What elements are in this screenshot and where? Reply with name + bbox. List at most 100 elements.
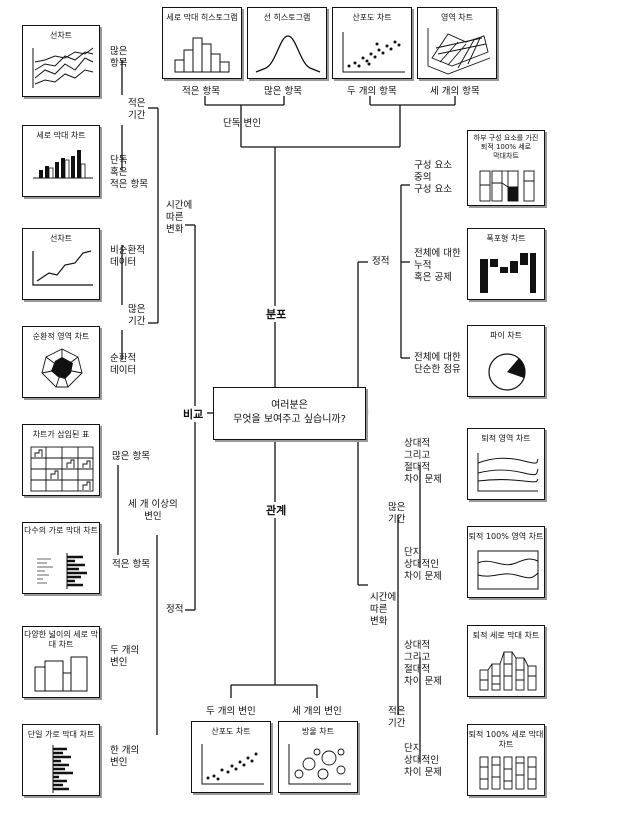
variable-width-column-box[interactable]: 다양한 넓이의 세로 막대 차트 [22, 626, 100, 698]
box-title: 선차트 [49, 234, 73, 243]
radar-chart-icon [41, 348, 83, 388]
scatter-chart-box[interactable]: 산포도 차트 [332, 7, 412, 79]
column-chart-box[interactable]: 세로 막대 차트 [22, 125, 100, 197]
simple-share-label: 전체에 대한 단순한 점유 [414, 352, 461, 375]
single-bar-chart-icon [52, 745, 73, 793]
cyclic-data-label: 순환적 데이터 [110, 353, 137, 376]
waterfall-chart-box[interactable]: 폭포형 차트 [467, 228, 545, 300]
scatter-plot-icon [342, 32, 405, 73]
two-variables-label: 두 개의 변인 [206, 706, 256, 717]
box-title: 파이 차트 [490, 331, 522, 340]
stacked-100-area-chart-box[interactable]: 퇴적 100% 영역 차트 [467, 526, 545, 598]
many-items-label: 많은 항목 [264, 86, 302, 97]
few-periods-label: 적은 기간 [388, 706, 406, 729]
three-variables-label: 세 개의 항목 [430, 86, 480, 97]
stacked-column-icon [479, 651, 537, 691]
box-title: 산포도 차트 [211, 727, 251, 736]
multiple-bar-chart-icon [37, 553, 87, 589]
box-title: 퇴적 100% 세로 막대 차트 [468, 730, 544, 749]
waterfall-chart-icon [480, 253, 536, 293]
column-chart-icon [33, 150, 93, 179]
three-plus-variables-label: 세 개 이상의 변인 [128, 499, 178, 522]
column-histogram-icon [174, 37, 230, 73]
box-title: 하부 구성 요소를 가진 퇴적 100% 세로 막대차트 [473, 134, 539, 160]
box-title: 퇴적 세로 막대 차트 [472, 631, 540, 640]
area-chart-box[interactable]: 영역 차트 [417, 7, 497, 79]
non-cyclic-data-label: 비순환적 데이터 [110, 245, 145, 268]
line-histogram-icon [255, 35, 321, 73]
many-items-label: 많은 항목 [112, 451, 150, 462]
box-title: 세로 막대 차트 [36, 131, 86, 140]
pie-chart-icon [488, 353, 526, 391]
many-periods-label: 많은 기간 [388, 502, 406, 525]
distribution-branch-label: 분포 [264, 306, 289, 322]
box-title: 영역 차트 [441, 13, 473, 22]
few-items-label: 적은 항목 [182, 86, 220, 97]
box-title: 폭포형 차트 [486, 234, 526, 243]
cyclic-area-chart-box[interactable]: 순환적 영역 차트 [22, 326, 100, 398]
single-variable-label: 단독 변인 [223, 118, 261, 129]
stacked-column-chart-box[interactable]: 퇴적 세로 막대 차트 [467, 625, 545, 697]
two-variables-label: 두 개의 항목 [347, 86, 397, 97]
relative-only-label-2: 단지 상대적인 차이 문제 [404, 743, 442, 778]
stacked-100-area-icon [477, 550, 539, 590]
pie-chart-box[interactable]: 파이 차트 [467, 325, 545, 397]
stacked-100-column-subcomponent-box[interactable]: 하부 구성 요소를 가진 퇴적 100% 세로 막대차트 [467, 130, 545, 206]
one-variable-label: 한 개의 변인 [110, 745, 140, 768]
box-title: 다수의 가로 막대 차트 [24, 526, 98, 535]
box-title: 방울 차트 [302, 727, 334, 736]
two-variables-label: 두 개의 변인 [110, 645, 140, 668]
question-line-2: 무엇을 보여주고 싶습니까? [233, 414, 346, 425]
column-histogram-box[interactable]: 세로 막대 히스토그램 [162, 7, 242, 79]
many-items-top-label: 많은 항목 [110, 46, 128, 69]
3d-area-icon [427, 28, 491, 75]
relative-absolute-label-2: 상대적 그리고 절대적 차이 문제 [404, 640, 442, 687]
single-or-few-items-label: 단독 혹은 적은 항목 [110, 155, 148, 190]
multiple-bar-chart-box[interactable]: 다수의 가로 막대 차트 [22, 522, 100, 594]
stacked-area-icon [477, 453, 539, 492]
few-items-label: 적은 항목 [112, 559, 150, 570]
variable-width-column-icon [34, 656, 88, 692]
relationship-scatter-box[interactable]: 산포도 차트 [191, 721, 271, 793]
central-question-box: 여러분은 무엇을 보여주고 싶습니까? [213, 387, 366, 440]
static-label: 정적 [166, 604, 184, 615]
bubble-chart-box[interactable]: 방울 차트 [278, 721, 358, 793]
box-title: 다양한 넓이의 세로 막대 차트 [24, 630, 98, 649]
box-title: 순환적 영역 차트 [32, 332, 90, 341]
relative-absolute-label-1: 상대적 그리고 절대적 차이 문제 [404, 438, 442, 485]
many-periods-label: 많은 기간 [128, 304, 146, 327]
box-title: 선 히스토그램 [263, 13, 311, 22]
box-title: 퇴적 영역 차트 [481, 434, 531, 443]
box-title: 선차트 [49, 31, 73, 40]
single-line-chart-icon [32, 250, 93, 286]
comparison-branch-label: 비교 [181, 406, 206, 422]
single-bar-chart-box[interactable]: 단일 가로 막대 차트 [22, 724, 100, 796]
line-chart-box-1[interactable]: 선차트 [22, 25, 100, 97]
relationship-branch-label: 관계 [264, 502, 289, 518]
box-title: 산포도 차트 [352, 13, 392, 22]
bubble-chart-icon [288, 744, 351, 785]
table-with-charts-box[interactable]: 차트가 삽입된 표 [22, 424, 100, 496]
static-label: 정적 [372, 256, 390, 267]
stacked-100-column-chart-box[interactable]: 퇴적 100% 세로 막대 차트 [467, 724, 545, 796]
few-periods-label: 적은 기간 [128, 98, 146, 121]
table-with-charts-icon [30, 446, 94, 492]
stacked-area-chart-box[interactable]: 퇴적 영역 차트 [467, 428, 545, 500]
over-time-label: 시간에 따른 변화 [370, 592, 397, 627]
question-line-1: 여러분은 [271, 400, 308, 411]
scatter-plot-icon [201, 744, 264, 785]
relative-only-label-1: 단지 상대적인 차이 문제 [404, 547, 442, 582]
accumulation-label: 전체에 대한 누적 혹은 공제 [414, 248, 461, 283]
multi-line-chart-icon [32, 47, 94, 88]
over-time-label: 시간에 따른 변화 [166, 200, 193, 235]
component-of-component-label: 구성 요소 중의 구성 요소 [414, 160, 452, 195]
box-title: 세로 막대 히스토그램 [166, 13, 238, 22]
three-variables-label: 세 개의 변인 [292, 706, 342, 717]
stacked-100-column-subcomponent-icon [479, 170, 535, 202]
box-title: 차트가 삽입된 표 [32, 430, 90, 439]
line-histogram-box[interactable]: 선 히스토그램 [247, 7, 327, 79]
line-chart-box-2[interactable]: 선차트 [22, 228, 100, 300]
stacked-100-column-icon [479, 756, 537, 790]
box-title: 퇴적 100% 영역 차트 [468, 532, 544, 541]
box-title: 단일 가로 막대 차트 [27, 730, 95, 739]
